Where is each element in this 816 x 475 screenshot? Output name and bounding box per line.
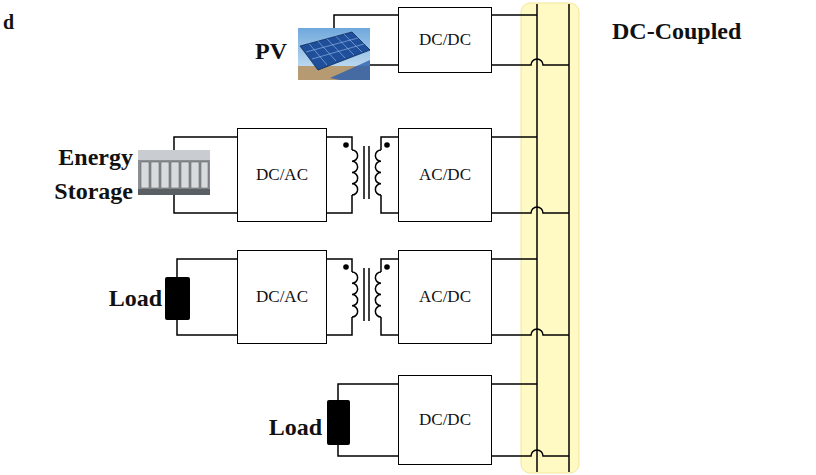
dc-bus-line bbox=[536, 4, 538, 472]
converter-label: DC/DC bbox=[419, 30, 471, 50]
wire bbox=[174, 137, 237, 150]
wire bbox=[492, 329, 569, 335]
polarity-dot bbox=[384, 142, 390, 148]
wire bbox=[492, 450, 569, 456]
converter-box: DC/DC bbox=[398, 375, 492, 465]
topology-title: DC-Coupled bbox=[612, 16, 802, 46]
wire bbox=[338, 445, 398, 456]
transformer-core bbox=[363, 268, 365, 321]
transformer-link bbox=[327, 137, 398, 213]
battery-picture bbox=[138, 150, 210, 195]
wire bbox=[174, 195, 237, 213]
wire bbox=[492, 59, 569, 65]
converter-label: AC/DC bbox=[419, 165, 471, 185]
converter-box: DC/AC bbox=[237, 128, 327, 222]
wire bbox=[492, 383, 537, 385]
panel-letter: d bbox=[3, 10, 23, 34]
transformer-coil bbox=[352, 150, 358, 195]
transformer-core bbox=[368, 268, 370, 321]
polarity-dot bbox=[384, 264, 390, 270]
wire bbox=[492, 207, 569, 213]
converter-box: DC/AC bbox=[237, 250, 327, 344]
converter-label: DC/AC bbox=[256, 165, 308, 185]
wire bbox=[177, 259, 237, 277]
wire bbox=[492, 14, 537, 16]
resistor-symbol bbox=[327, 400, 350, 445]
component-label: Load bbox=[70, 284, 162, 312]
converter-box: AC/DC bbox=[398, 250, 492, 344]
resistor-symbol bbox=[165, 277, 190, 320]
transformer-coil bbox=[375, 150, 381, 195]
pv-panel-picture bbox=[298, 28, 370, 80]
transformer-coil bbox=[352, 272, 358, 317]
wire bbox=[338, 384, 398, 400]
wire bbox=[177, 320, 237, 335]
converter-label: DC/DC bbox=[419, 410, 471, 430]
polarity-dot bbox=[343, 142, 349, 148]
transformer-core bbox=[363, 146, 365, 199]
component-label: Energy Storage bbox=[28, 140, 133, 208]
wire bbox=[334, 15, 398, 28]
transformer-core bbox=[368, 146, 370, 199]
component-label: PV bbox=[215, 36, 287, 66]
wire bbox=[492, 136, 537, 138]
transformer-link bbox=[327, 259, 398, 335]
component-label: Load bbox=[228, 413, 322, 441]
wire bbox=[492, 258, 537, 260]
converter-label: DC/AC bbox=[256, 287, 308, 307]
polarity-dot bbox=[343, 264, 349, 270]
transformer-coil bbox=[375, 272, 381, 317]
converter-box: AC/DC bbox=[398, 128, 492, 222]
converter-label: AC/DC bbox=[419, 287, 471, 307]
converter-box: DC/DC bbox=[398, 7, 492, 73]
dc-bus-line bbox=[568, 4, 570, 472]
dc-bus-band bbox=[521, 3, 579, 473]
wire bbox=[370, 64, 398, 66]
